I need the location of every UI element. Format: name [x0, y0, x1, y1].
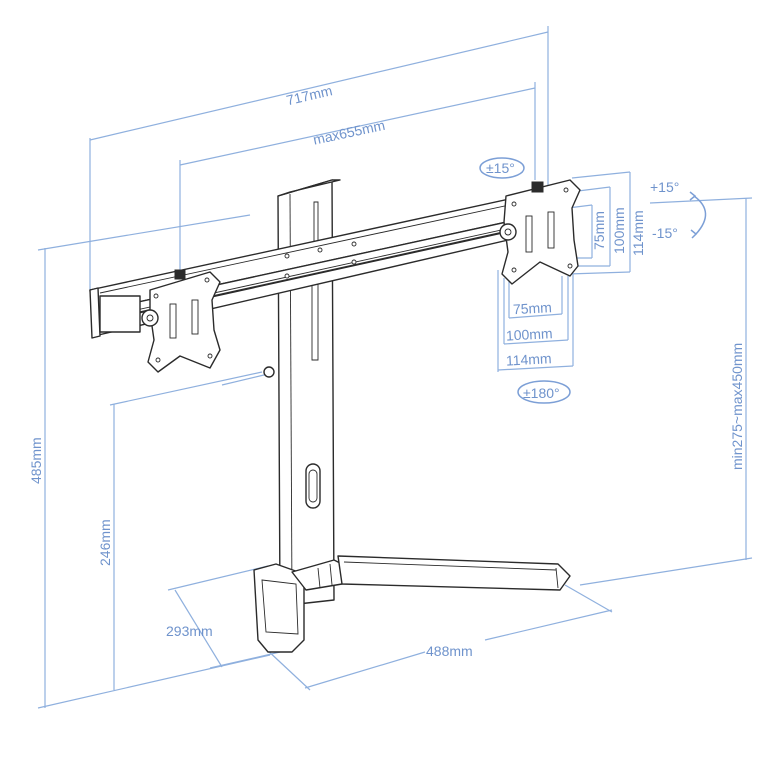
vesa-v-114-label: 114mm — [630, 210, 646, 256]
tilt-indicator — [689, 191, 707, 239]
vesa-plate-left — [141, 269, 221, 373]
tilt-down-label: -15° — [652, 225, 678, 241]
base-feet — [253, 555, 571, 653]
max-vesa-span-label: max655mm — [312, 117, 387, 148]
vesa-v-100-label: 100mm — [611, 207, 627, 254]
vesa-h-100-label: 100mm — [506, 325, 553, 343]
vesa-h-114-label: 114mm — [506, 350, 552, 368]
total-height-label: 485mm — [28, 437, 44, 484]
dimension-lines — [37, 26, 753, 709]
height-adjust-label: min275~max450mm — [729, 343, 745, 470]
rotate-indicator — [517, 380, 571, 404]
vesa-plate-right — [499, 179, 581, 285]
overall-width-label: 717mm — [285, 82, 334, 108]
vesa-h-75-label: 75mm — [513, 299, 553, 317]
vesa-v-75-label: 75mm — [591, 211, 607, 250]
swivel-indicator — [479, 157, 525, 179]
base-width-label: 488mm — [426, 643, 473, 659]
base-height-label: 246mm — [97, 519, 113, 566]
tilt-up-label: +15° — [650, 179, 679, 195]
swivel-label: ±15° — [486, 160, 515, 176]
rotate-label: ±180° — [523, 385, 560, 401]
base-depth-label: 293mm — [166, 623, 213, 639]
